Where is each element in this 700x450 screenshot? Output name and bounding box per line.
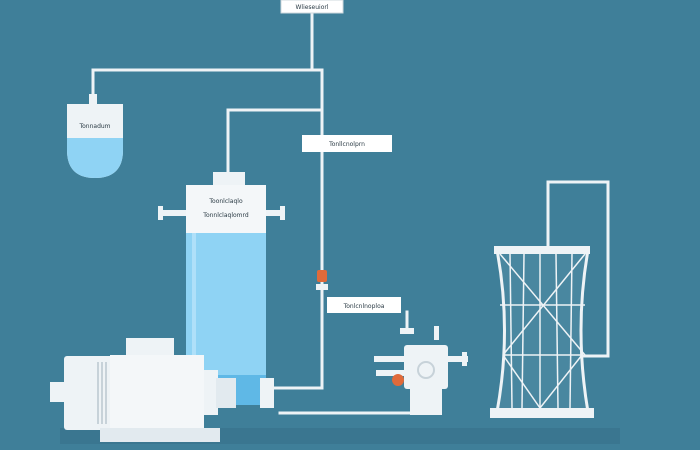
pipe-tower-feed (546, 180, 610, 358)
valve-unit-icon[interactable] (374, 326, 468, 415)
valve-label: Tonlcnlnoploa (327, 297, 401, 313)
pipe-main-loop (91, 68, 324, 390)
column-label-line1: Toonlclaqlo (208, 198, 243, 205)
motor-pump-icon[interactable] (50, 338, 236, 442)
top-label-text: Wlieseuiorl (295, 4, 328, 11)
top-label: Wlieseuiorl (280, 0, 344, 14)
pipe-column-top (226, 108, 324, 174)
pipe-network (91, 10, 610, 415)
column-label-line2: Tonnlclaqlomrd (202, 212, 249, 219)
dosing-tank-label: Tonnadum (78, 123, 110, 130)
dosing-tank-icon[interactable]: Tonnadum (67, 94, 123, 178)
inline-valve-icon[interactable] (316, 270, 328, 290)
valve-label-text: Tonlcnlnoploa (343, 303, 385, 310)
mid-label: Tonllcnolprn (302, 135, 392, 152)
cooling-tower-icon[interactable] (490, 246, 594, 418)
mid-label-text: Tonllcnolprn (328, 141, 365, 148)
